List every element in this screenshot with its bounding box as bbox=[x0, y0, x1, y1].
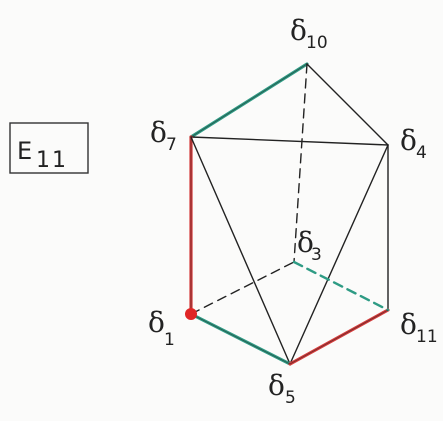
vertex-label-d5: δ 5 bbox=[268, 369, 296, 408]
vertex-label-d5-symbol: δ bbox=[268, 369, 285, 402]
graph-label-letter: E bbox=[17, 137, 32, 165]
vertex-labels: δ 10 δ 7 δ 4 δ 3 δ 1 δ 11 δ 5 bbox=[148, 14, 438, 408]
vertex-label-d11-subscript: 11 bbox=[416, 327, 438, 347]
vertex-label-d1: δ 1 bbox=[148, 306, 175, 350]
edge-d1-d3 bbox=[190, 261, 295, 315]
marked-vertex-dot bbox=[185, 308, 197, 320]
vertex-label-d11: δ 11 bbox=[400, 308, 438, 347]
edge-d7-d5 bbox=[190, 136, 291, 365]
edge-d10-d3 bbox=[293, 63, 308, 263]
vertex-label-d10-subscript: 10 bbox=[306, 33, 328, 53]
vertex-label-d7-symbol: δ bbox=[150, 116, 167, 149]
graph-label-box bbox=[9, 122, 89, 174]
vertex-label-d4-subscript: 4 bbox=[416, 143, 427, 163]
edge-layer bbox=[189, 62, 390, 366]
vertex-label-d3: δ 3 bbox=[297, 226, 322, 265]
vertex-label-d4: δ 4 bbox=[400, 124, 427, 163]
edge-d7-d4 bbox=[190, 136, 389, 146]
edge-ink-d1-d5 bbox=[190, 313, 291, 365]
vertex-label-d10-symbol: δ bbox=[290, 14, 307, 47]
vertex-label-d7-subscript: 7 bbox=[166, 135, 177, 155]
vertex-label-d5-subscript: 5 bbox=[285, 388, 296, 408]
vertex-label-d1-subscript: 1 bbox=[164, 330, 175, 350]
graph-label-subscript: 11 bbox=[36, 148, 68, 173]
vertex-label-d3-subscript: 3 bbox=[311, 245, 322, 265]
edge-d3-d11 bbox=[292, 260, 390, 312]
vertex-label-d1-symbol: δ bbox=[148, 306, 165, 339]
edge-ink-d7-d10 bbox=[190, 63, 308, 138]
vertex-label-d10: δ 10 bbox=[290, 14, 328, 53]
edge-d4-d5 bbox=[289, 144, 389, 365]
graph-label: E 11 bbox=[9, 122, 89, 174]
vertex-label-d7: δ 7 bbox=[150, 116, 177, 155]
edge-ink-d5-d11 bbox=[289, 309, 389, 365]
vertex-label-d11-symbol: δ bbox=[400, 308, 417, 341]
vertex-label-d4-symbol: δ bbox=[400, 124, 417, 157]
edge-d10-d4 bbox=[306, 63, 389, 146]
vertex-label-d3-symbol: δ bbox=[297, 226, 314, 259]
